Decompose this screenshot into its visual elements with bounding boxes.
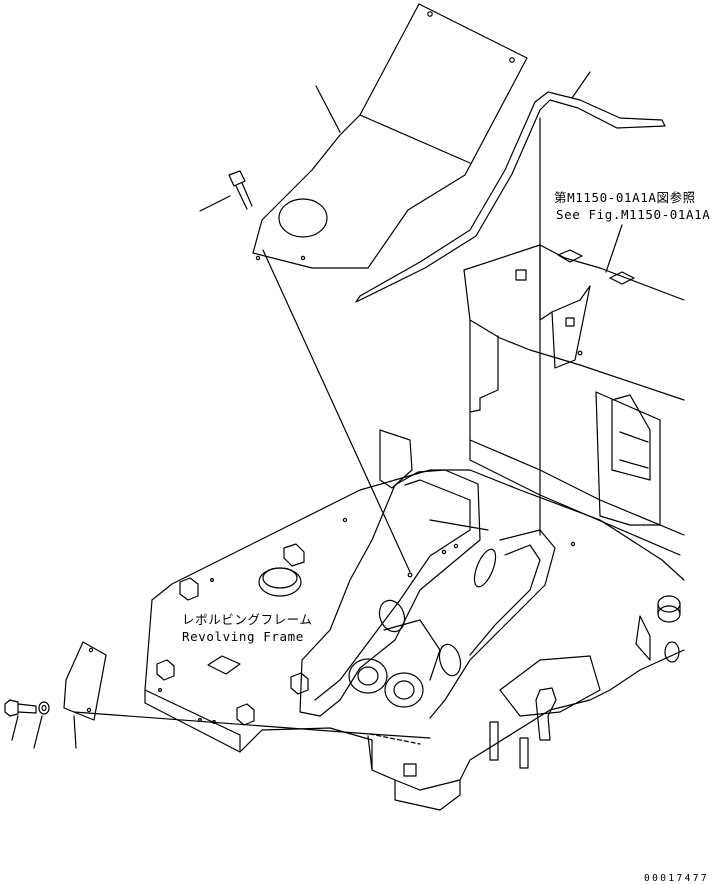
washer [38, 701, 50, 715]
leader-cover-to-frame [262, 249, 411, 573]
leader-lower-vertical [367, 735, 373, 771]
reference-label-jp: 第M1150-01A1A図参照 [554, 190, 696, 205]
rubber-seal-strip [355, 71, 666, 303]
leader-lower-parts [11, 715, 77, 749]
leader-lower-to-frame [73, 711, 431, 739]
bolt-lower [4, 699, 37, 717]
revolving-frame-label-jp: レボルビングフレーム [182, 612, 313, 627]
cover-plate [252, 3, 528, 269]
revolving-frame-label-en: Revolving Frame [182, 629, 304, 644]
hidden-line [369, 733, 421, 745]
reference-label-en: See Fig.M1150-01A1A [556, 207, 711, 222]
side-frame-box [463, 244, 685, 556]
leader-reference [605, 224, 623, 273]
bolt-upper [199, 170, 253, 212]
drawing-number: 00017477 [644, 873, 709, 884]
leader-cover [315, 85, 341, 133]
lower-cover-plate [63, 641, 107, 721]
revolving-frame [144, 429, 685, 811]
